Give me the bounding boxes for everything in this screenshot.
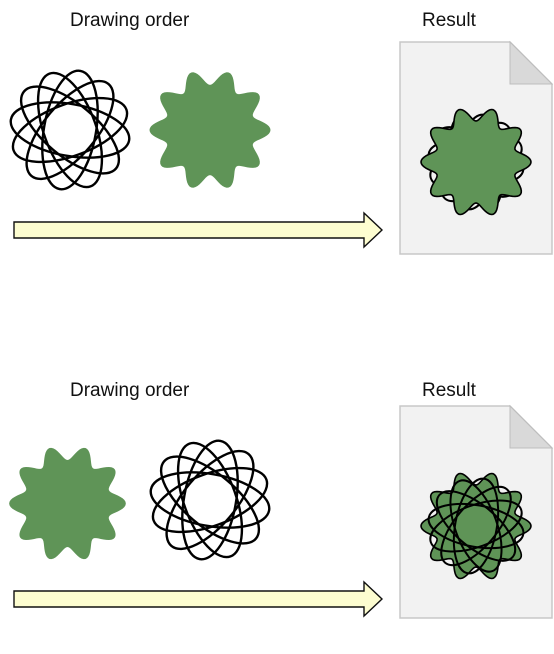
rosette-ellipse bbox=[165, 449, 255, 551]
drawing-order-label: Drawing order bbox=[70, 380, 190, 401]
rosette-ellipse bbox=[449, 479, 503, 573]
stroked-rosette-shape bbox=[9, 69, 131, 191]
panel-fill-then-stroke: Drawing order Result bbox=[0, 374, 554, 654]
filled-flower-shape bbox=[149, 72, 271, 188]
rosette-ellipse bbox=[176, 441, 244, 559]
filled-flower-shape bbox=[9, 447, 126, 560]
drawing-order-arrow bbox=[13, 580, 384, 618]
drawing-order-label: Drawing order bbox=[70, 10, 190, 31]
stroked-rosette-shape bbox=[149, 439, 271, 561]
flower-fill bbox=[9, 447, 126, 560]
rosette-ellipse bbox=[9, 101, 131, 159]
rosette-ellipse bbox=[181, 439, 239, 561]
panel-stroke-then-fill: Drawing order Result bbox=[0, 0, 554, 280]
result-page-icon bbox=[399, 404, 554, 619]
rosette-ellipse bbox=[149, 471, 271, 529]
result-label: Result bbox=[422, 10, 476, 31]
rosette-ellipse bbox=[429, 499, 523, 553]
rosette-ellipse bbox=[440, 485, 512, 567]
rosette-ellipse bbox=[435, 490, 517, 562]
rosette-ellipse bbox=[452, 477, 500, 575]
rosette-ellipse bbox=[159, 455, 261, 545]
rosette-ellipse bbox=[19, 85, 121, 175]
rosette-ellipse bbox=[36, 71, 104, 189]
rosette-ellipse bbox=[41, 69, 99, 191]
flower-fill bbox=[420, 108, 532, 216]
rosette-ellipse bbox=[427, 502, 525, 550]
rosette-ellipse bbox=[25, 79, 115, 181]
result-page-icon bbox=[399, 40, 554, 255]
rosette-ellipse bbox=[151, 466, 269, 534]
result-label: Result bbox=[422, 380, 476, 401]
rosette-ellipse bbox=[11, 96, 129, 164]
flower-fill bbox=[149, 72, 271, 188]
drawing-order-arrow bbox=[13, 211, 384, 249]
